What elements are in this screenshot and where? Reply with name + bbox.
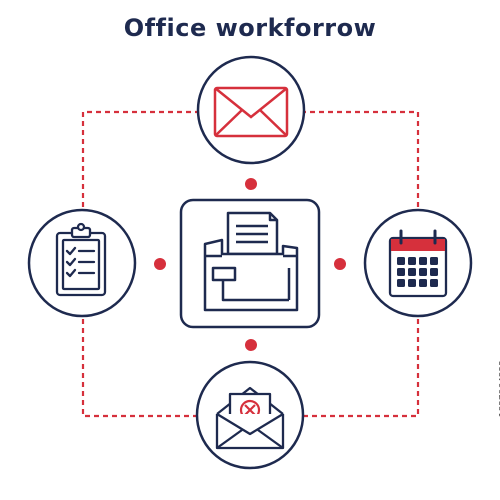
calendar-day-cell <box>408 268 416 276</box>
envelope-icon <box>213 86 289 138</box>
node-bottom <box>195 360 305 470</box>
node-center <box>179 198 321 329</box>
node-left <box>27 208 137 318</box>
calendar-day-cell <box>430 268 438 276</box>
dot-bottom <box>245 339 257 351</box>
connector-top-right <box>301 110 420 212</box>
calendar-day-cell <box>419 257 427 265</box>
node-top <box>196 55 306 165</box>
fax-printer-icon <box>203 211 299 312</box>
calendar-day-cell <box>430 279 438 287</box>
clipboard-checklist-icon <box>55 222 107 297</box>
calendar-day-cell <box>408 257 416 265</box>
connector-top-left <box>81 110 200 212</box>
dot-left <box>154 258 166 270</box>
rejected-mail-icon <box>215 386 285 450</box>
connector-bottom-left <box>81 310 200 418</box>
calendar-day-cell <box>419 268 427 276</box>
calendar-day-cell <box>430 257 438 265</box>
node-right <box>363 208 473 318</box>
calendar-day-cell <box>408 279 416 287</box>
calendar-icon <box>388 229 448 298</box>
calendar-day-cell <box>397 257 405 265</box>
dashed-connectors <box>81 110 420 418</box>
connector-dots <box>154 178 346 351</box>
dot-right <box>334 258 346 270</box>
calendar-day-cell <box>419 279 427 287</box>
calendar-day-cell <box>397 279 405 287</box>
calendar-day-cell <box>397 268 405 276</box>
dot-top <box>245 178 257 190</box>
diagram-title: Office workforrow <box>123 14 377 42</box>
connector-bottom-right <box>301 310 420 418</box>
